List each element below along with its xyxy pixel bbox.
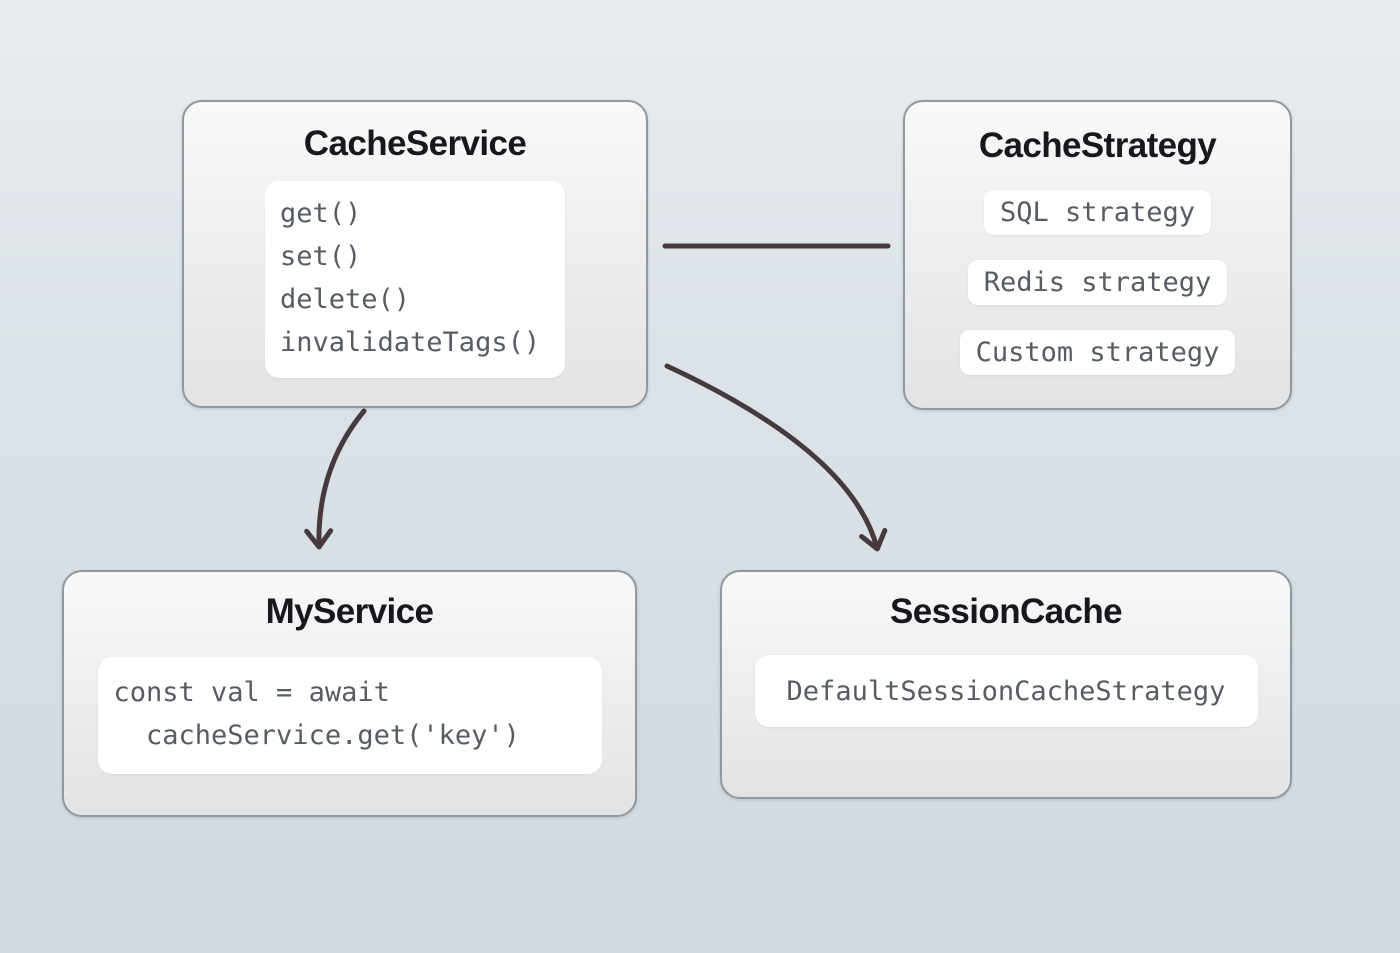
strategy-pill-redis: Redis strategy xyxy=(967,260,1228,305)
code-line-cacheservice-get: cacheService.get('key') xyxy=(113,720,520,751)
strategy-pill-stack: SQL strategy Redis strategy Custom strat… xyxy=(905,190,1290,375)
connector-cacheservice-sessioncache-arrow xyxy=(664,363,888,552)
strategy-pill-sql: SQL strategy xyxy=(983,190,1212,235)
node-my-service: MyService const val = await cacheService… xyxy=(62,570,637,817)
my-service-code-panel: const val = await cacheService.get('key'… xyxy=(97,657,602,774)
session-cache-title: SessionCache xyxy=(889,592,1123,631)
cache-strategy-title: CacheStrategy xyxy=(978,126,1217,165)
cache-service-methods-panel: get() set() delete() invalidateTags() xyxy=(265,181,565,378)
method-invalidate-tags: invalidateTags() xyxy=(280,327,541,358)
method-set: set() xyxy=(280,241,362,272)
node-session-cache: SessionCache DefaultSessionCacheStrategy xyxy=(720,570,1292,799)
node-cache-strategy: CacheStrategy SQL strategy Redis strateg… xyxy=(903,100,1292,410)
my-service-title: MyService xyxy=(265,592,434,631)
strategy-pill-custom: Custom strategy xyxy=(959,330,1236,375)
code-line-const-await: const val = await xyxy=(113,677,390,708)
node-cache-service: CacheService get() set() delete() invali… xyxy=(182,100,648,408)
default-session-cache-strategy-label: DefaultSessionCacheStrategy xyxy=(786,675,1226,707)
method-get: get() xyxy=(280,198,362,229)
connector-cacheservice-myservice-arrow xyxy=(304,408,367,550)
method-delete: delete() xyxy=(280,284,411,315)
session-cache-strategy-panel: DefaultSessionCacheStrategy xyxy=(754,655,1258,727)
cache-service-title: CacheService xyxy=(303,124,527,163)
